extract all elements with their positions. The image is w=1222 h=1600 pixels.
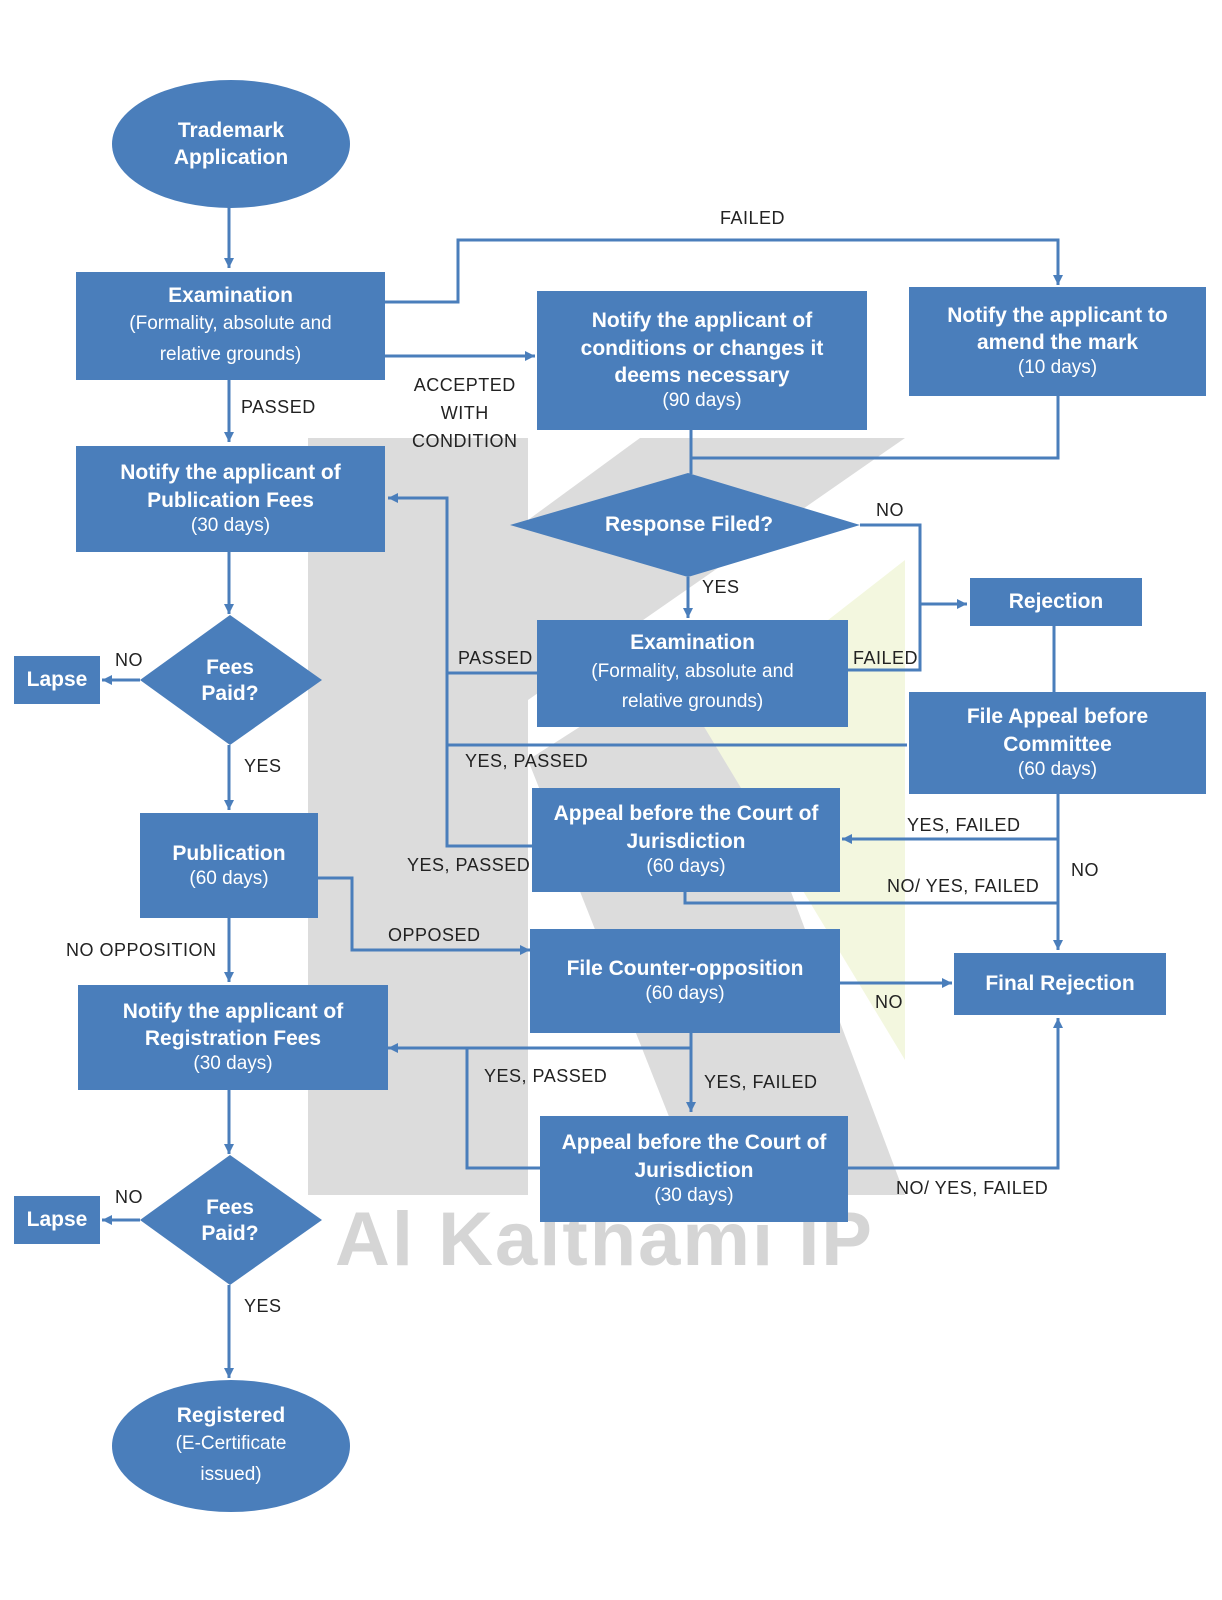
- file-counter-opposition-node: File Counter-opposition (60 days): [530, 929, 840, 1033]
- node-title: Notify the applicant of Publication Fees: [120, 461, 341, 512]
- appeal-court-node-2: Appeal before the Court of Jurisdiction …: [540, 1116, 848, 1222]
- edge-label-failed-top: FAILED: [720, 208, 786, 228]
- node-title: Registered: [176, 1403, 286, 1427]
- edge-label-passed-1: PASSED: [241, 397, 316, 417]
- node-title: Lapse: [26, 668, 88, 692]
- examination-node-2: Examination (Formality, absolute and rel…: [537, 620, 848, 727]
- node-title: Appeal before the Court of Jurisdiction: [561, 1131, 827, 1182]
- node-subtitle: (60 days): [1017, 758, 1098, 780]
- edge-label-failed-2: FAILED: [853, 648, 919, 668]
- edge-label-yes-fees-1: YES: [244, 756, 282, 776]
- edge-label-no-committee: NO: [1071, 860, 1099, 880]
- edge-label-no-counter: NO: [875, 992, 903, 1012]
- node-subtitle: (Formality, absolute and relative ground…: [591, 660, 794, 713]
- edge-label-yes-passed-counter: YES, PASSED: [484, 1066, 608, 1086]
- edge-label-yes-passed-court1: YES, PASSED: [407, 855, 531, 875]
- final-rejection-node: Final Rejection: [954, 953, 1166, 1015]
- node-subtitle: (90 days): [662, 390, 742, 412]
- lapse-node-1: Lapse: [14, 656, 100, 704]
- notify-amend-node: Notify the applicant to amend the mark (…: [909, 287, 1206, 396]
- edge-label-yes-response: YES: [702, 577, 740, 597]
- edge-label-accepted-with-condition: ACCEPTED WITH CONDITION: [412, 375, 518, 451]
- edge-label-yes-failed-counter: YES, FAILED: [704, 1072, 818, 1092]
- node-title: Appeal before the Court of Jurisdiction: [553, 802, 819, 853]
- node-title: Examination: [630, 631, 755, 655]
- edge-label-yes-failed-committee: YES, FAILED: [907, 815, 1021, 835]
- node-title: Final Rejection: [985, 972, 1135, 996]
- edge-label-no-response: NO: [876, 500, 904, 520]
- node-title: Notify the applicant of conditions or ch…: [580, 309, 824, 387]
- publication-node: Publication (60 days): [140, 813, 318, 918]
- node-subtitle: (30 days): [190, 514, 271, 536]
- node-subtitle: (10 days): [1017, 357, 1098, 379]
- node-subtitle: (30 days): [654, 1184, 734, 1206]
- edge-label-no-yes-failed-court1: NO/ YES, FAILED: [887, 876, 1040, 896]
- notify-publication-fees-node: Notify the applicant of Publication Fees…: [76, 446, 385, 552]
- fees-paid-label-2: Fees Paid?: [201, 1196, 259, 1246]
- edge-label-no-opposition: NO OPPOSITION: [66, 940, 217, 960]
- node-title: Trademark Application: [173, 118, 289, 169]
- edge-label-passed-2: PASSED: [458, 648, 533, 668]
- node-title: Notify the applicant of Registration Fee…: [122, 999, 344, 1051]
- edge-label-opposed: OPPOSED: [388, 925, 481, 945]
- file-appeal-committee-node: File Appeal before Committee (60 days): [909, 692, 1206, 794]
- node-subtitle: (60 days): [189, 867, 269, 889]
- node-title: Rejection: [1008, 590, 1104, 614]
- notify-registration-fees-node: Notify the applicant of Registration Fee…: [78, 985, 388, 1090]
- response-filed-label: Response Filed?: [604, 513, 774, 536]
- node-subtitle: (60 days): [645, 983, 725, 1005]
- appeal-court-node-1: Appeal before the Court of Jurisdiction …: [532, 788, 840, 892]
- edge-label-no-fees-2: NO: [115, 1187, 143, 1207]
- node-subtitle: (60 days): [646, 855, 726, 877]
- fees-paid-label-1: Fees Paid?: [201, 656, 259, 706]
- connectors: [102, 207, 1063, 1378]
- node-title: Lapse: [26, 1208, 88, 1232]
- node-title: Notify the applicant to amend the mark: [947, 303, 1168, 355]
- edge-label-yes-passed-committee: YES, PASSED: [465, 751, 589, 771]
- node-subtitle: (E-Certificate issued): [175, 1433, 287, 1485]
- lapse-node-2: Lapse: [14, 1196, 100, 1244]
- fees-paid-diamond-2: [140, 1155, 322, 1285]
- registered-node: Registered (E-Certificate issued): [112, 1380, 350, 1512]
- examination-node-1: Examination (Formality, absolute and rel…: [76, 272, 385, 380]
- node-title: Publication: [172, 841, 286, 865]
- node-title: File Appeal before Committee: [966, 705, 1149, 756]
- rejection-node: Rejection: [970, 578, 1142, 626]
- edge-label-yes-fees-2: YES: [244, 1296, 282, 1316]
- edge-label-no-fees-1: NO: [115, 650, 143, 670]
- trademark-application-node: Trademark Application: [112, 80, 350, 208]
- fees-paid-diamond-1: [140, 615, 322, 745]
- response-filed-diamond: [510, 473, 860, 577]
- notify-conditions-node: Notify the applicant of conditions or ch…: [537, 291, 867, 430]
- node-subtitle: (Formality, absolute and relative ground…: [129, 313, 332, 365]
- edge-label-no-yes-failed-court2: NO/ YES, FAILED: [896, 1178, 1049, 1198]
- node-title: File Counter-opposition: [566, 957, 804, 980]
- node-subtitle: (30 days): [193, 1053, 273, 1075]
- node-title: Examination: [168, 283, 293, 307]
